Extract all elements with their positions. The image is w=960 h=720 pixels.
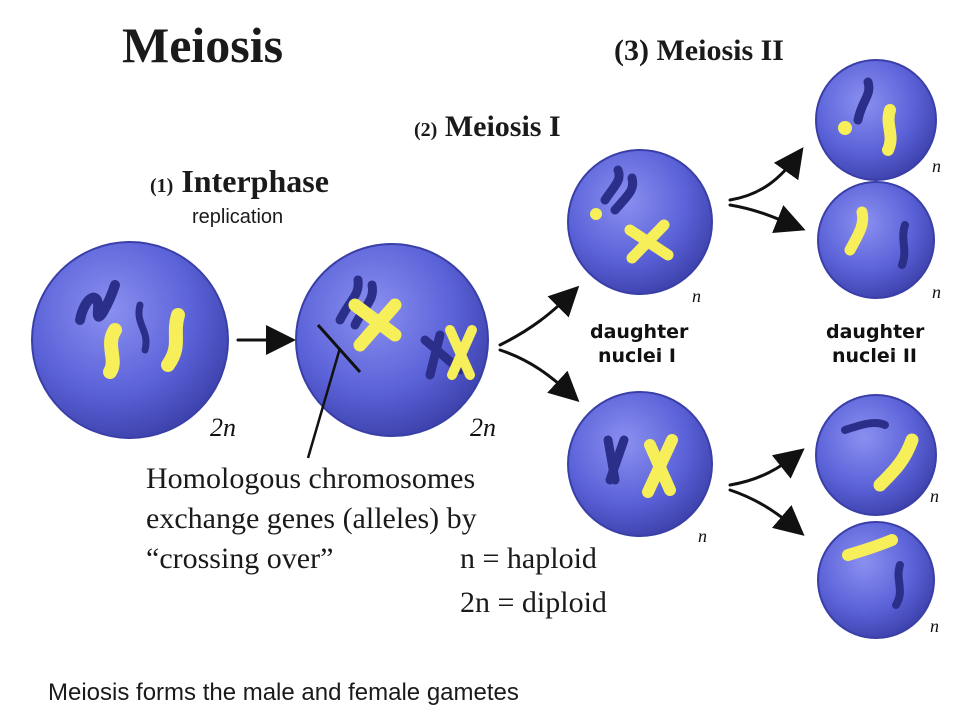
interphase-label: (1) Interphase (150, 163, 329, 199)
ploidy-label: 2n (210, 413, 236, 442)
cell-daughter2-4 (817, 521, 935, 639)
chromosome-blue (135, 301, 150, 354)
daughter-nuclei2-label: daughter nuclei II (826, 321, 931, 367)
cell-interphase (31, 241, 229, 439)
cell-daughter2-3 (815, 394, 937, 516)
ploidy-label: n (932, 282, 941, 302)
chromosome-blue (75, 280, 120, 325)
ploidy-label: n (692, 286, 701, 306)
arrow-icon (728, 147, 804, 202)
arrow-icon (498, 348, 580, 403)
cell-daughter2-2 (817, 181, 935, 299)
daughter-nuclei1-label: daughter nuclei I (590, 321, 695, 367)
crossing-over-text: Homologous chromosomes exchange genes (a… (146, 462, 484, 575)
cell-daughter1-top (567, 149, 713, 295)
ploidy-label: n (698, 526, 707, 546)
page-title: Meiosis (122, 17, 283, 73)
arrow-icon (498, 285, 580, 347)
meiosis2-label: (3) Meiosis II (614, 34, 784, 67)
legend-diploid: 2n = diploid (460, 586, 607, 619)
arrow-icon (728, 488, 805, 536)
chromosome-yellow (161, 308, 185, 372)
chromosome-yellow (103, 323, 122, 379)
ploidy-label: n (930, 486, 939, 506)
meiosis1-label: (2) Meiosis I (414, 110, 561, 143)
ploidy-label: n (932, 156, 941, 176)
legend-haploid: n = haploid (460, 542, 597, 575)
arrow-icon (728, 448, 805, 487)
arrow-icon (728, 203, 806, 234)
caption: Meiosis forms the male and female gamete… (48, 679, 519, 706)
ploidy-label: n (930, 616, 939, 636)
cell-replicated (295, 243, 489, 437)
ploidy-label: 2n (470, 413, 496, 442)
replication-label: replication (192, 206, 283, 228)
cell-daughter1-bottom (567, 391, 713, 537)
cell-daughter2-1 (815, 59, 937, 181)
pointer-line (306, 347, 342, 459)
